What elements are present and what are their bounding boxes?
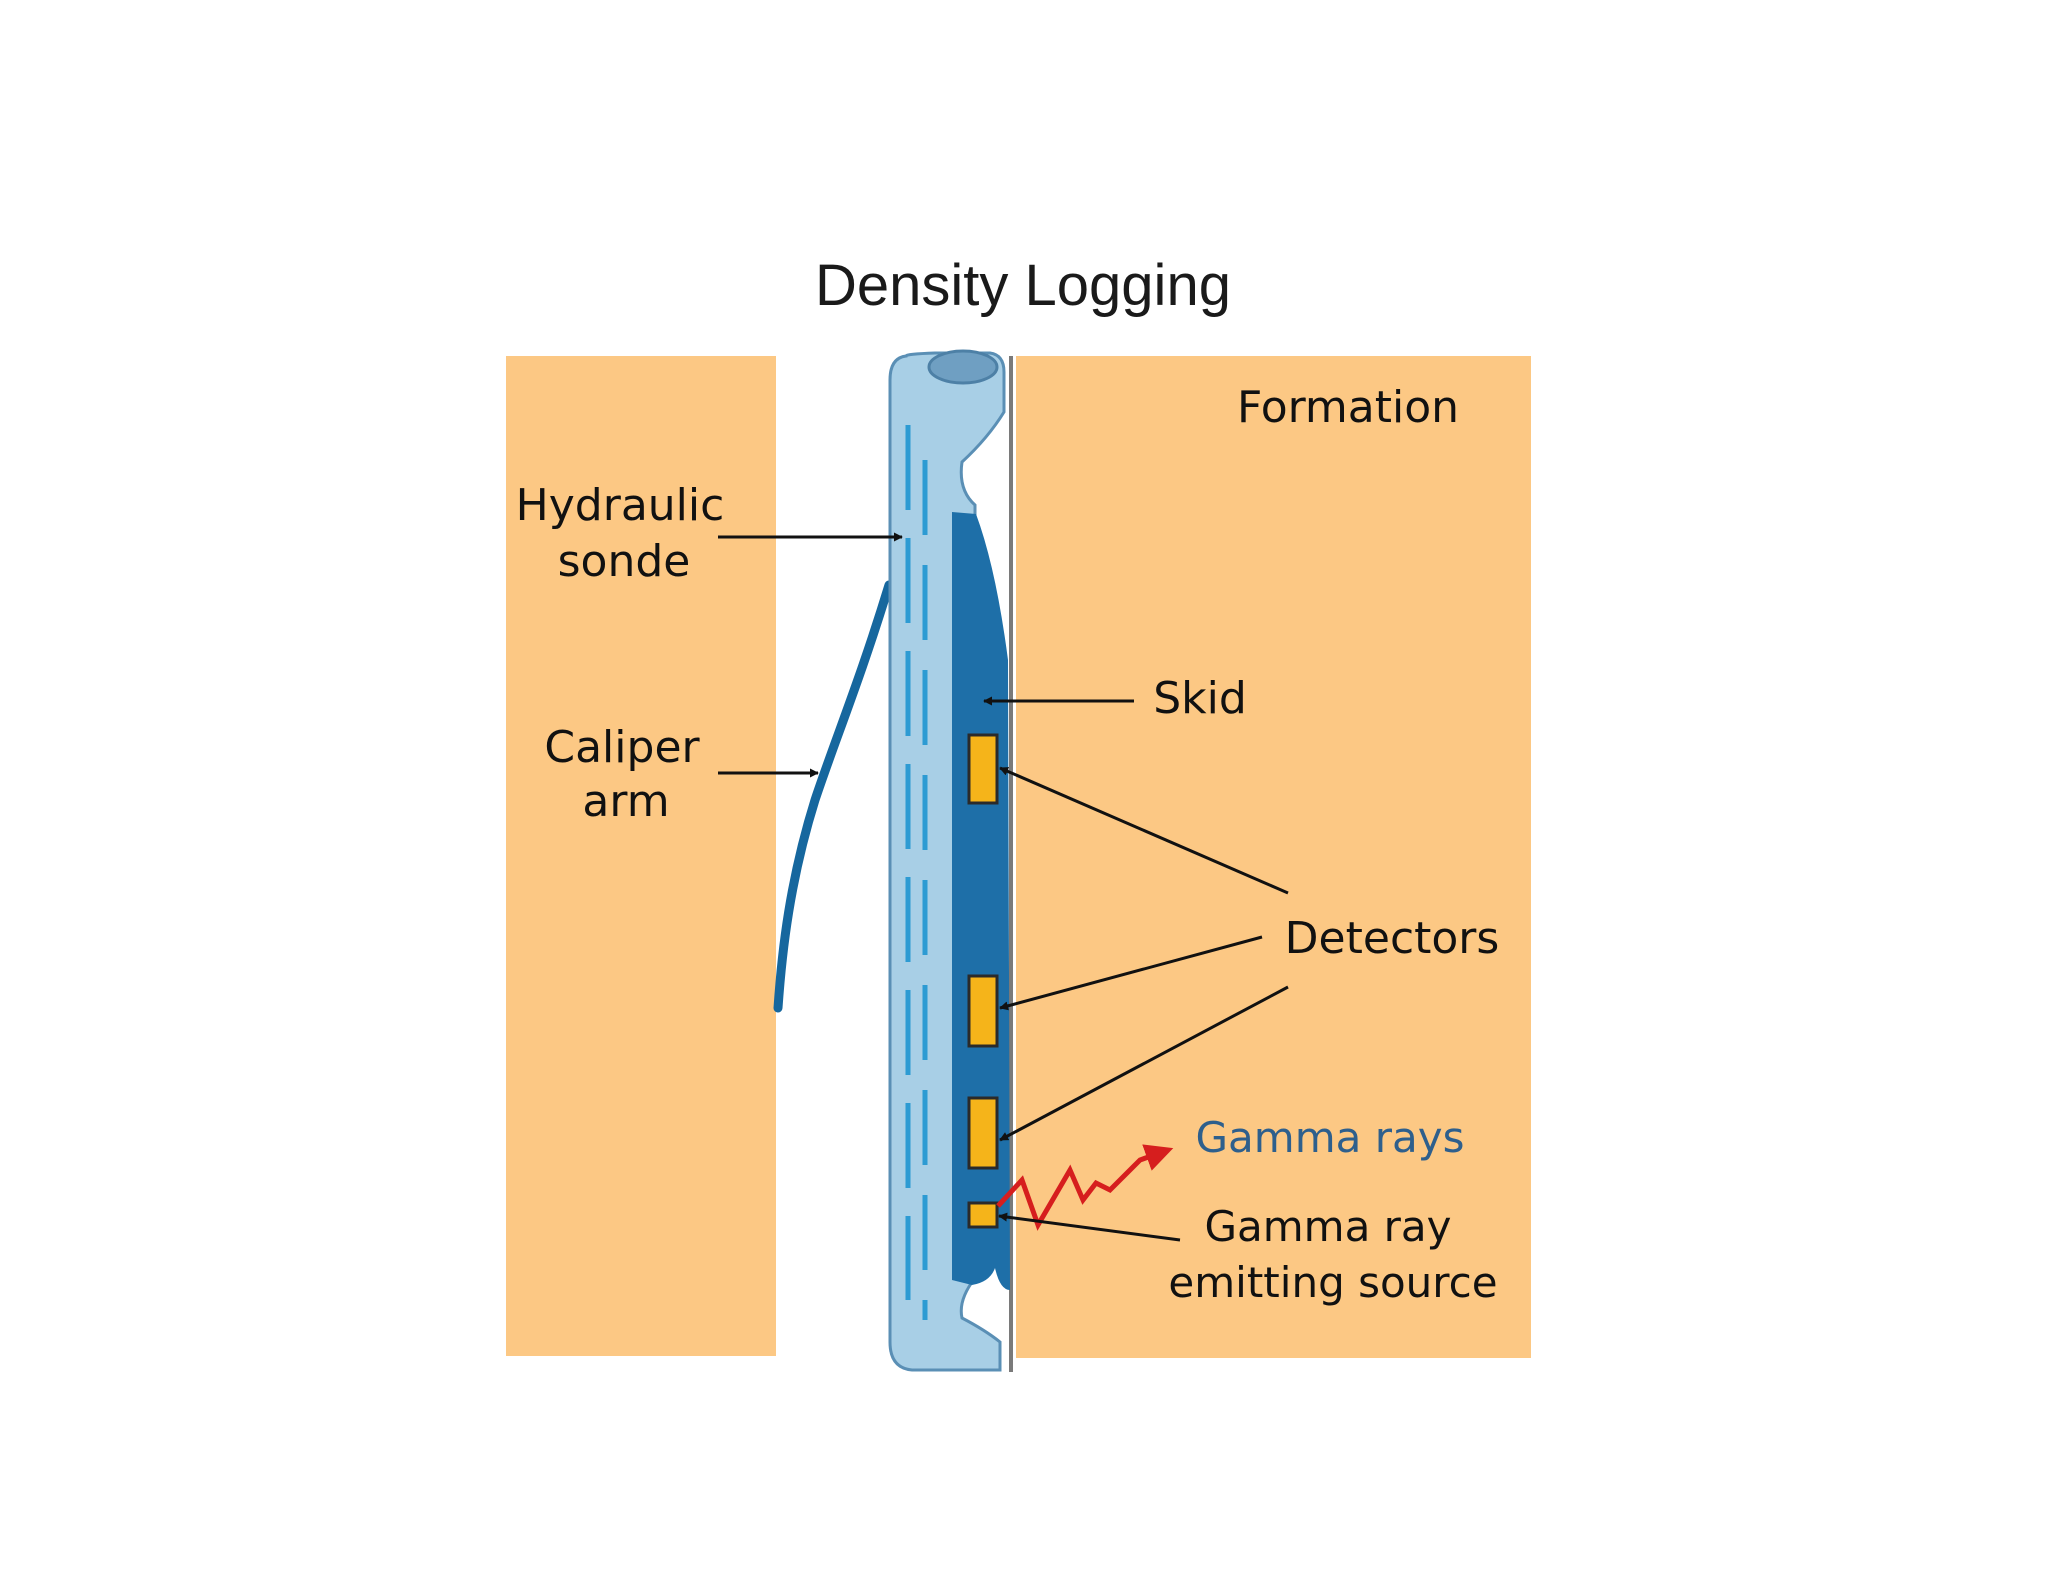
- detector-leader-3: [999, 985, 1289, 1142]
- detector-leader-2: [999, 935, 1263, 1011]
- gamma-ray-source: [967, 1201, 999, 1229]
- formation-right: [1016, 356, 1531, 1358]
- detector-3: [967, 1096, 999, 1170]
- formation-label: Formation: [1237, 382, 1459, 433]
- detector-2: [967, 974, 999, 1048]
- diagram-title: Density Logging: [815, 253, 1231, 318]
- gamma-ray-path: [996, 1144, 1174, 1231]
- detector-leader-1: [999, 766, 1289, 895]
- detectors-label: Detectors: [1285, 913, 1500, 964]
- caliper-arm-label-line-1: Caliper: [544, 722, 700, 773]
- source-label-line-1: Gamma ray: [1204, 1202, 1451, 1251]
- caliper-arm: [773, 580, 894, 1013]
- detector-1: [967, 733, 999, 805]
- formation-left: [506, 356, 776, 1356]
- source-label-line-2: emitting source: [1168, 1258, 1497, 1307]
- sonde-top-cap: [927, 349, 999, 385]
- skid-label: Skid: [1153, 673, 1247, 724]
- hydraulic-sonde-label-line-1: Hydraulic: [516, 480, 725, 531]
- source-leader: [998, 1212, 1181, 1242]
- gamma-rays-label: Gamma rays: [1196, 1113, 1465, 1162]
- skid: [952, 512, 1010, 1290]
- caliper-arm-label-line-2: arm: [582, 776, 669, 827]
- hydraulic-sonde-label-line-2: sonde: [558, 536, 691, 587]
